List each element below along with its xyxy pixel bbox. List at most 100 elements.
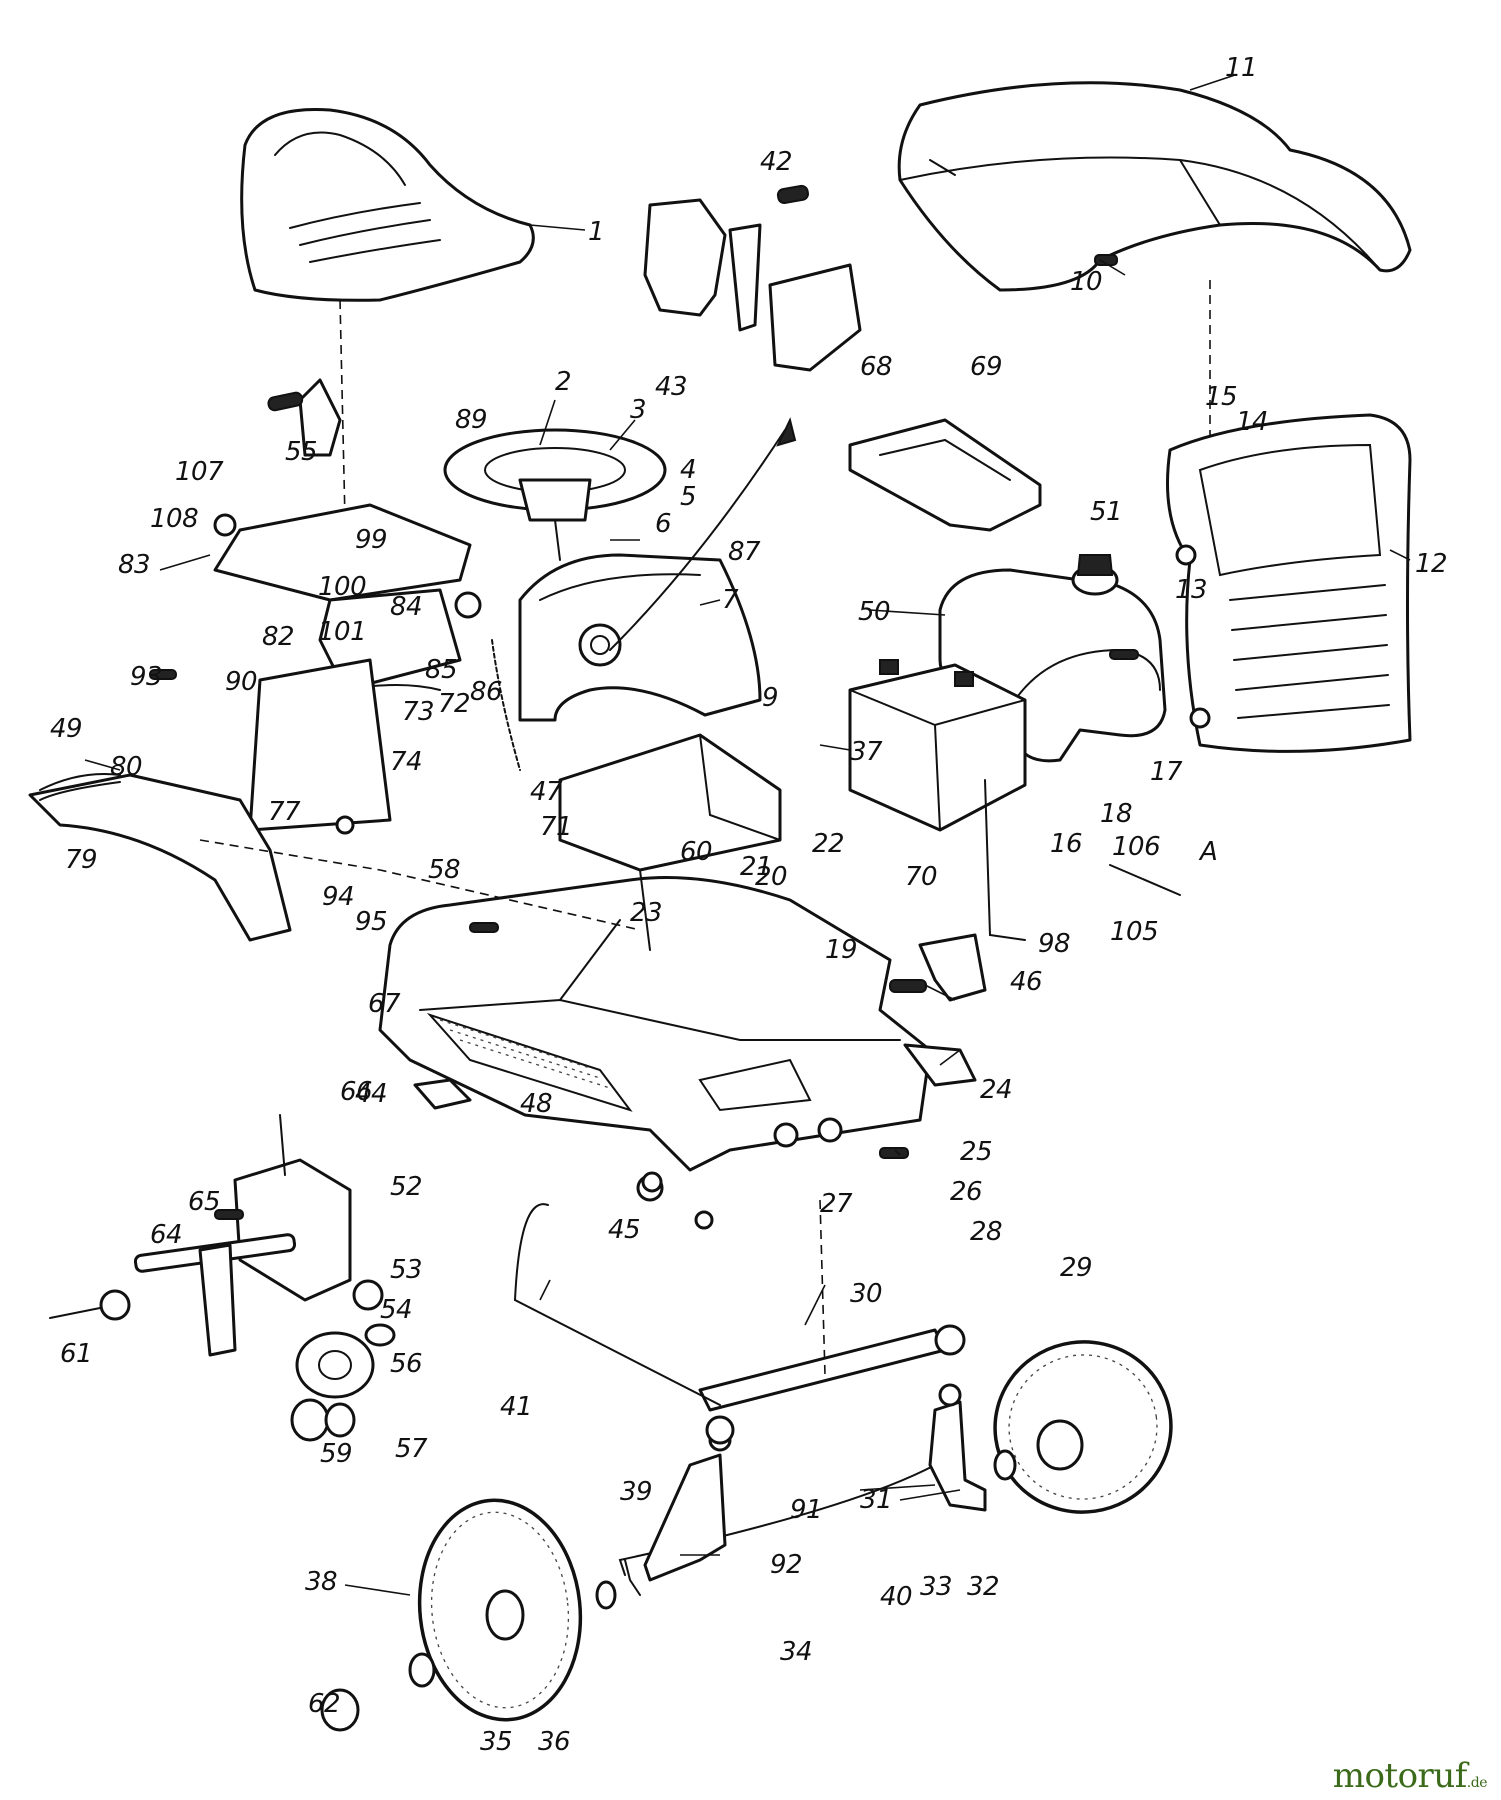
part-label: 101 — [318, 617, 366, 647]
part-label: 25 — [960, 1137, 992, 1167]
part-label: 5 — [680, 482, 696, 512]
part-label: 93 — [130, 662, 162, 692]
hood — [897, 81, 1412, 440]
battery-cover — [848, 418, 1042, 532]
part-label: A — [1198, 837, 1217, 867]
part-label: 54 — [380, 1295, 412, 1325]
part-label: 31 — [860, 1485, 892, 1515]
part-label: 27 — [820, 1189, 853, 1219]
part-label: 13 — [1175, 575, 1207, 605]
part-label: 61 — [60, 1339, 92, 1369]
belt — [39, 773, 121, 791]
part-label: 45 — [608, 1215, 640, 1245]
part-label: 33 — [920, 1572, 952, 1602]
main-frame — [378, 876, 932, 1172]
part-label: 55 — [285, 437, 317, 467]
watermark-tld: .de — [1466, 1775, 1488, 1791]
part-label: 62 — [308, 1689, 340, 1719]
part-label: 77 — [268, 797, 301, 827]
part-label: 12 — [1415, 549, 1447, 579]
part-label: 48 — [520, 1089, 552, 1119]
part-label: 47 — [530, 777, 563, 807]
part-label: 65 — [188, 1187, 220, 1217]
part-label: 66 — [340, 1077, 372, 1107]
part-label: 35 — [480, 1727, 512, 1757]
part-label: 9 — [762, 683, 778, 713]
part-label: 52 — [390, 1172, 422, 1202]
part-label: 50 — [858, 597, 890, 627]
part-label: 14 — [1236, 407, 1268, 437]
part-label: 59 — [320, 1439, 352, 1469]
part-label: 1 — [588, 217, 604, 247]
part-label: 90 — [225, 667, 257, 697]
part-label: 108 — [150, 504, 198, 534]
part-label: 68 — [860, 352, 892, 382]
part-label: 26 — [950, 1177, 982, 1207]
part-label: 100 — [318, 572, 366, 602]
part-label: 73 — [402, 697, 434, 727]
part-label: 56 — [390, 1349, 422, 1379]
part-labels: 1 2 3 4 5 6 7 9 10 11 12 13 14 15 16 17 … — [50, 53, 1448, 1757]
part-label: 82 — [262, 622, 294, 652]
part-label: 21 — [740, 852, 772, 882]
part-label: 105 — [1110, 917, 1158, 947]
part-label: 79 — [65, 845, 97, 875]
part-label: 85 — [425, 655, 457, 685]
part-label: 7 — [722, 585, 739, 615]
part-label: 30 — [850, 1279, 882, 1309]
part-label: 43 — [655, 372, 687, 402]
part-label: 2 — [555, 367, 571, 397]
part-label: 36 — [538, 1727, 570, 1757]
right-front-wheel — [993, 1340, 1173, 1514]
part-label: 89 — [455, 405, 487, 435]
spindles — [643, 1324, 987, 1582]
frame-crossmember — [558, 733, 782, 951]
part-label: 71 — [540, 812, 572, 842]
part-label: 18 — [1100, 799, 1132, 829]
part-label: 67 — [368, 989, 401, 1019]
part-label: 95 — [355, 907, 387, 937]
part-label: 4 — [680, 455, 696, 485]
part-label: 28 — [970, 1217, 1002, 1247]
part-label: 51 — [1090, 497, 1122, 527]
hardware — [149, 254, 1211, 1230]
part-label: 106 — [1112, 832, 1160, 862]
part-label: 42 — [760, 147, 792, 177]
seat — [240, 107, 535, 521]
part-label: 91 — [790, 1495, 822, 1525]
part-label: 17 — [1150, 757, 1183, 787]
part-label: 80 — [110, 752, 142, 782]
part-label: 107 — [175, 457, 224, 487]
part-label: 19 — [825, 935, 857, 965]
part-label: 16 — [1050, 829, 1082, 859]
grille — [1166, 413, 1412, 753]
part-label: 22 — [812, 829, 844, 859]
dash-panel — [518, 553, 762, 722]
part-label: 49 — [50, 714, 82, 744]
part-label: 29 — [1060, 1253, 1092, 1283]
part-label: 46 — [1010, 967, 1042, 997]
part-label: 23 — [630, 898, 662, 928]
part-label: 20 — [755, 862, 787, 892]
leader-lines — [84, 74, 1411, 1596]
part-label: 84 — [390, 592, 422, 622]
part-label: 69 — [970, 352, 1002, 382]
part-label: 86 — [470, 677, 502, 707]
rear-fender-and-bracket — [28, 658, 641, 942]
part-label: 40 — [880, 1582, 912, 1612]
part-label: 15 — [1205, 382, 1237, 412]
part-label: 72 — [438, 689, 470, 719]
part-label: 83 — [118, 550, 150, 580]
watermark-logo: motoruf.de — [1332, 1756, 1488, 1796]
part-label: 87 — [728, 537, 761, 567]
pulley-assembly — [290, 1323, 396, 1442]
part-label: 11 — [1225, 53, 1257, 83]
part-label: 57 — [395, 1434, 428, 1464]
part-label: 99 — [355, 525, 387, 555]
part-label: 38 — [305, 1567, 337, 1597]
part-label: 58 — [428, 855, 460, 885]
watermark-name: motoruf — [1332, 1756, 1468, 1796]
part-label: 6 — [655, 509, 671, 539]
part-label: 24 — [980, 1075, 1012, 1105]
